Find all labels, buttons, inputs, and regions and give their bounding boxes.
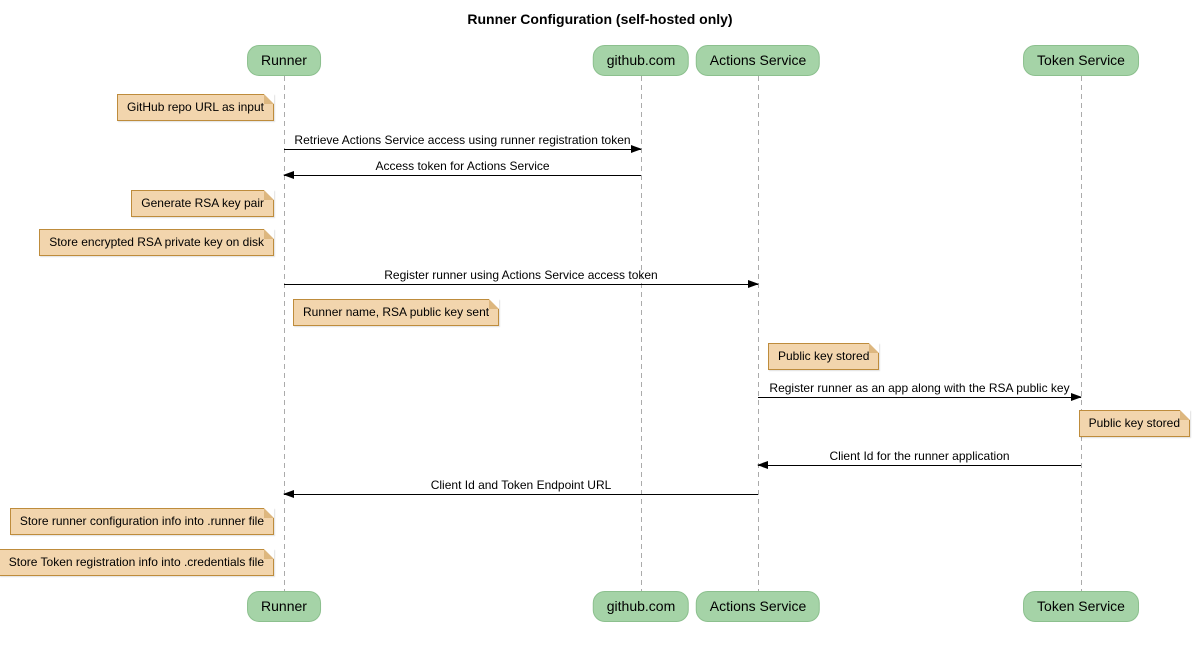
lifeline-token-service bbox=[1081, 76, 1082, 591]
arrowhead-right-icon bbox=[748, 280, 759, 288]
message-register-runner-as-app: Register runner as an app along with the… bbox=[758, 380, 1082, 401]
participant-github-top: github.com bbox=[592, 45, 690, 76]
arrowhead-left-icon bbox=[283, 490, 294, 498]
message-register-runner: Register runner using Actions Service ac… bbox=[284, 267, 759, 288]
message-label: Retrieve Actions Service access using ru… bbox=[294, 133, 631, 147]
message-label: Client Id for the runner application bbox=[829, 449, 1010, 463]
diagram-title: Runner Configuration (self-hosted only) bbox=[467, 11, 733, 27]
message-retrieve-actions-access: Retrieve Actions Service access using ru… bbox=[284, 132, 642, 153]
message-label: Client Id and Token Endpoint URL bbox=[430, 478, 612, 492]
participant-runner-top: Runner bbox=[247, 45, 321, 76]
participant-runner-bottom: Runner bbox=[247, 591, 321, 622]
arrowhead-left-icon bbox=[757, 461, 768, 469]
message-access-token-returned: Access token for Actions Service bbox=[283, 158, 641, 179]
participant-actions-service-top: Actions Service bbox=[695, 45, 821, 76]
note-runner-name-public-key-sent: Runner name, RSA public key sent bbox=[293, 299, 500, 326]
message-client-id-endpoint-url: Client Id and Token Endpoint URL bbox=[283, 477, 758, 498]
note-github-repo-url-input: GitHub repo URL as input bbox=[117, 94, 274, 121]
arrowhead-right-icon bbox=[631, 145, 642, 153]
participant-github-bottom: github.com bbox=[592, 591, 690, 622]
note-public-key-stored-actions: Public key stored bbox=[768, 343, 880, 370]
lifeline-github bbox=[641, 76, 642, 591]
message-client-id-returned: Client Id for the runner application bbox=[757, 448, 1081, 469]
note-store-runner-file: Store runner configuration info into .ru… bbox=[9, 508, 275, 535]
participant-actions-service-bottom: Actions Service bbox=[695, 591, 821, 622]
note-store-credentials-file: Store Token registration info into .cred… bbox=[0, 549, 275, 576]
arrowhead-left-icon bbox=[283, 171, 294, 179]
arrowhead-right-icon bbox=[1071, 393, 1082, 401]
note-store-encrypted-private-key: Store encrypted RSA private key on disk bbox=[39, 229, 274, 256]
participant-token-service-top: Token Service bbox=[1023, 45, 1139, 76]
lifeline-actions-service bbox=[758, 76, 759, 591]
message-label: Register runner using Actions Service ac… bbox=[384, 268, 658, 282]
participant-token-service-bottom: Token Service bbox=[1023, 591, 1139, 622]
lifeline-runner bbox=[284, 76, 285, 591]
message-label: Access token for Actions Service bbox=[375, 159, 550, 173]
message-label: Register runner as an app along with the… bbox=[769, 381, 1070, 395]
note-generate-rsa-key-pair: Generate RSA key pair bbox=[131, 190, 274, 217]
note-public-key-stored-token: Public key stored bbox=[1078, 410, 1191, 437]
